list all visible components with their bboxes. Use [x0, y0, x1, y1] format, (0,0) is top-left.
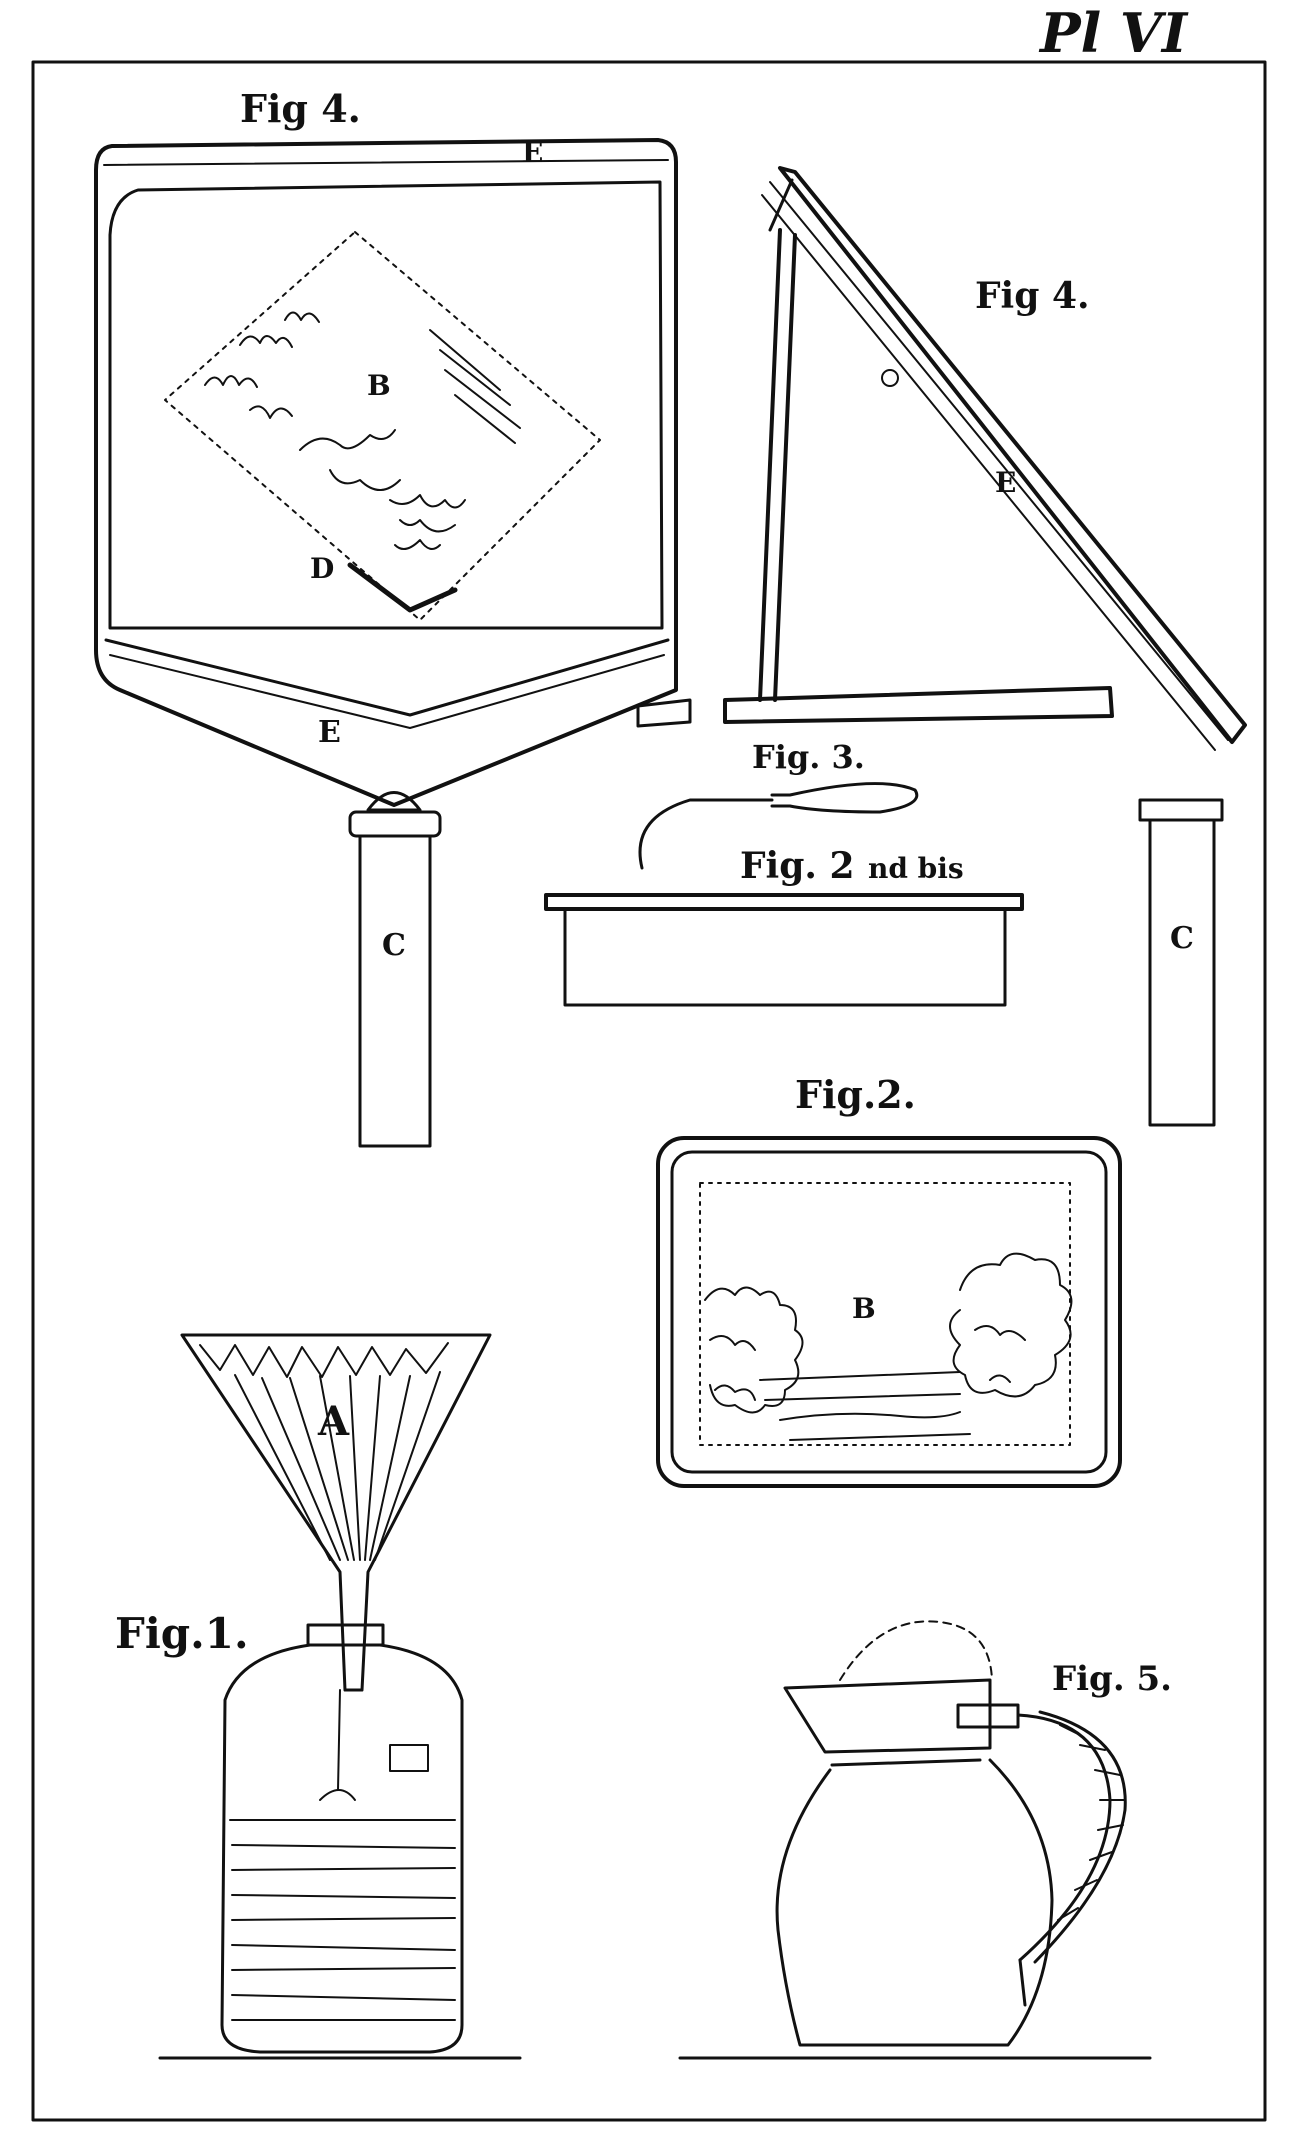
- fig5-drawing: Fig. 5.: [775, 1620, 1172, 2047]
- fig4-front-letter-E-bottom: E: [318, 715, 341, 750]
- fig1-letter-A: A: [317, 1398, 350, 1445]
- fig4-front-caption: Fig 4.: [240, 86, 361, 131]
- plate-border: [31, 60, 1267, 2122]
- fig4-front-letter-C: C: [382, 928, 406, 963]
- fig2-caption: Fig.2.: [795, 1072, 916, 1117]
- fig4-side-letter-C: C: [1170, 921, 1194, 956]
- fig2-bis-suffix: nd bis: [868, 852, 964, 885]
- fig2-bis-drawing: Fig. 2 nd bis: [544, 845, 1024, 1007]
- fig4-side-caption: Fig 4.: [975, 275, 1090, 317]
- fig4-front-letter-D: D: [310, 552, 334, 585]
- fig2-letter-B: B: [852, 1292, 876, 1325]
- fig3-caption: Fig. 3.: [752, 738, 865, 776]
- fig4-side-letter-E: E: [995, 466, 1016, 499]
- fig5-caption: Fig. 5.: [1052, 1659, 1172, 1699]
- fig3-drawing: Fig. 3.: [638, 738, 919, 870]
- fig2-bis-caption: Fig. 2: [740, 845, 855, 887]
- fig4-front-letter-E-top: E: [522, 136, 543, 169]
- fig1-caption: Fig.1.: [115, 1609, 249, 1658]
- fig1-drawing: Fig.1. A: [115, 1333, 492, 2054]
- fig2-drawing: Fig.2. B: [656, 1072, 1122, 1488]
- fig4-front-letter-B: B: [367, 369, 391, 402]
- fig4-front-drawing: Fig 4. E B D E C: [94, 86, 678, 1148]
- plate-number: Pl VI: [1038, 1, 1189, 65]
- fig4-side-drawing: Fig 4. E C: [636, 166, 1247, 1127]
